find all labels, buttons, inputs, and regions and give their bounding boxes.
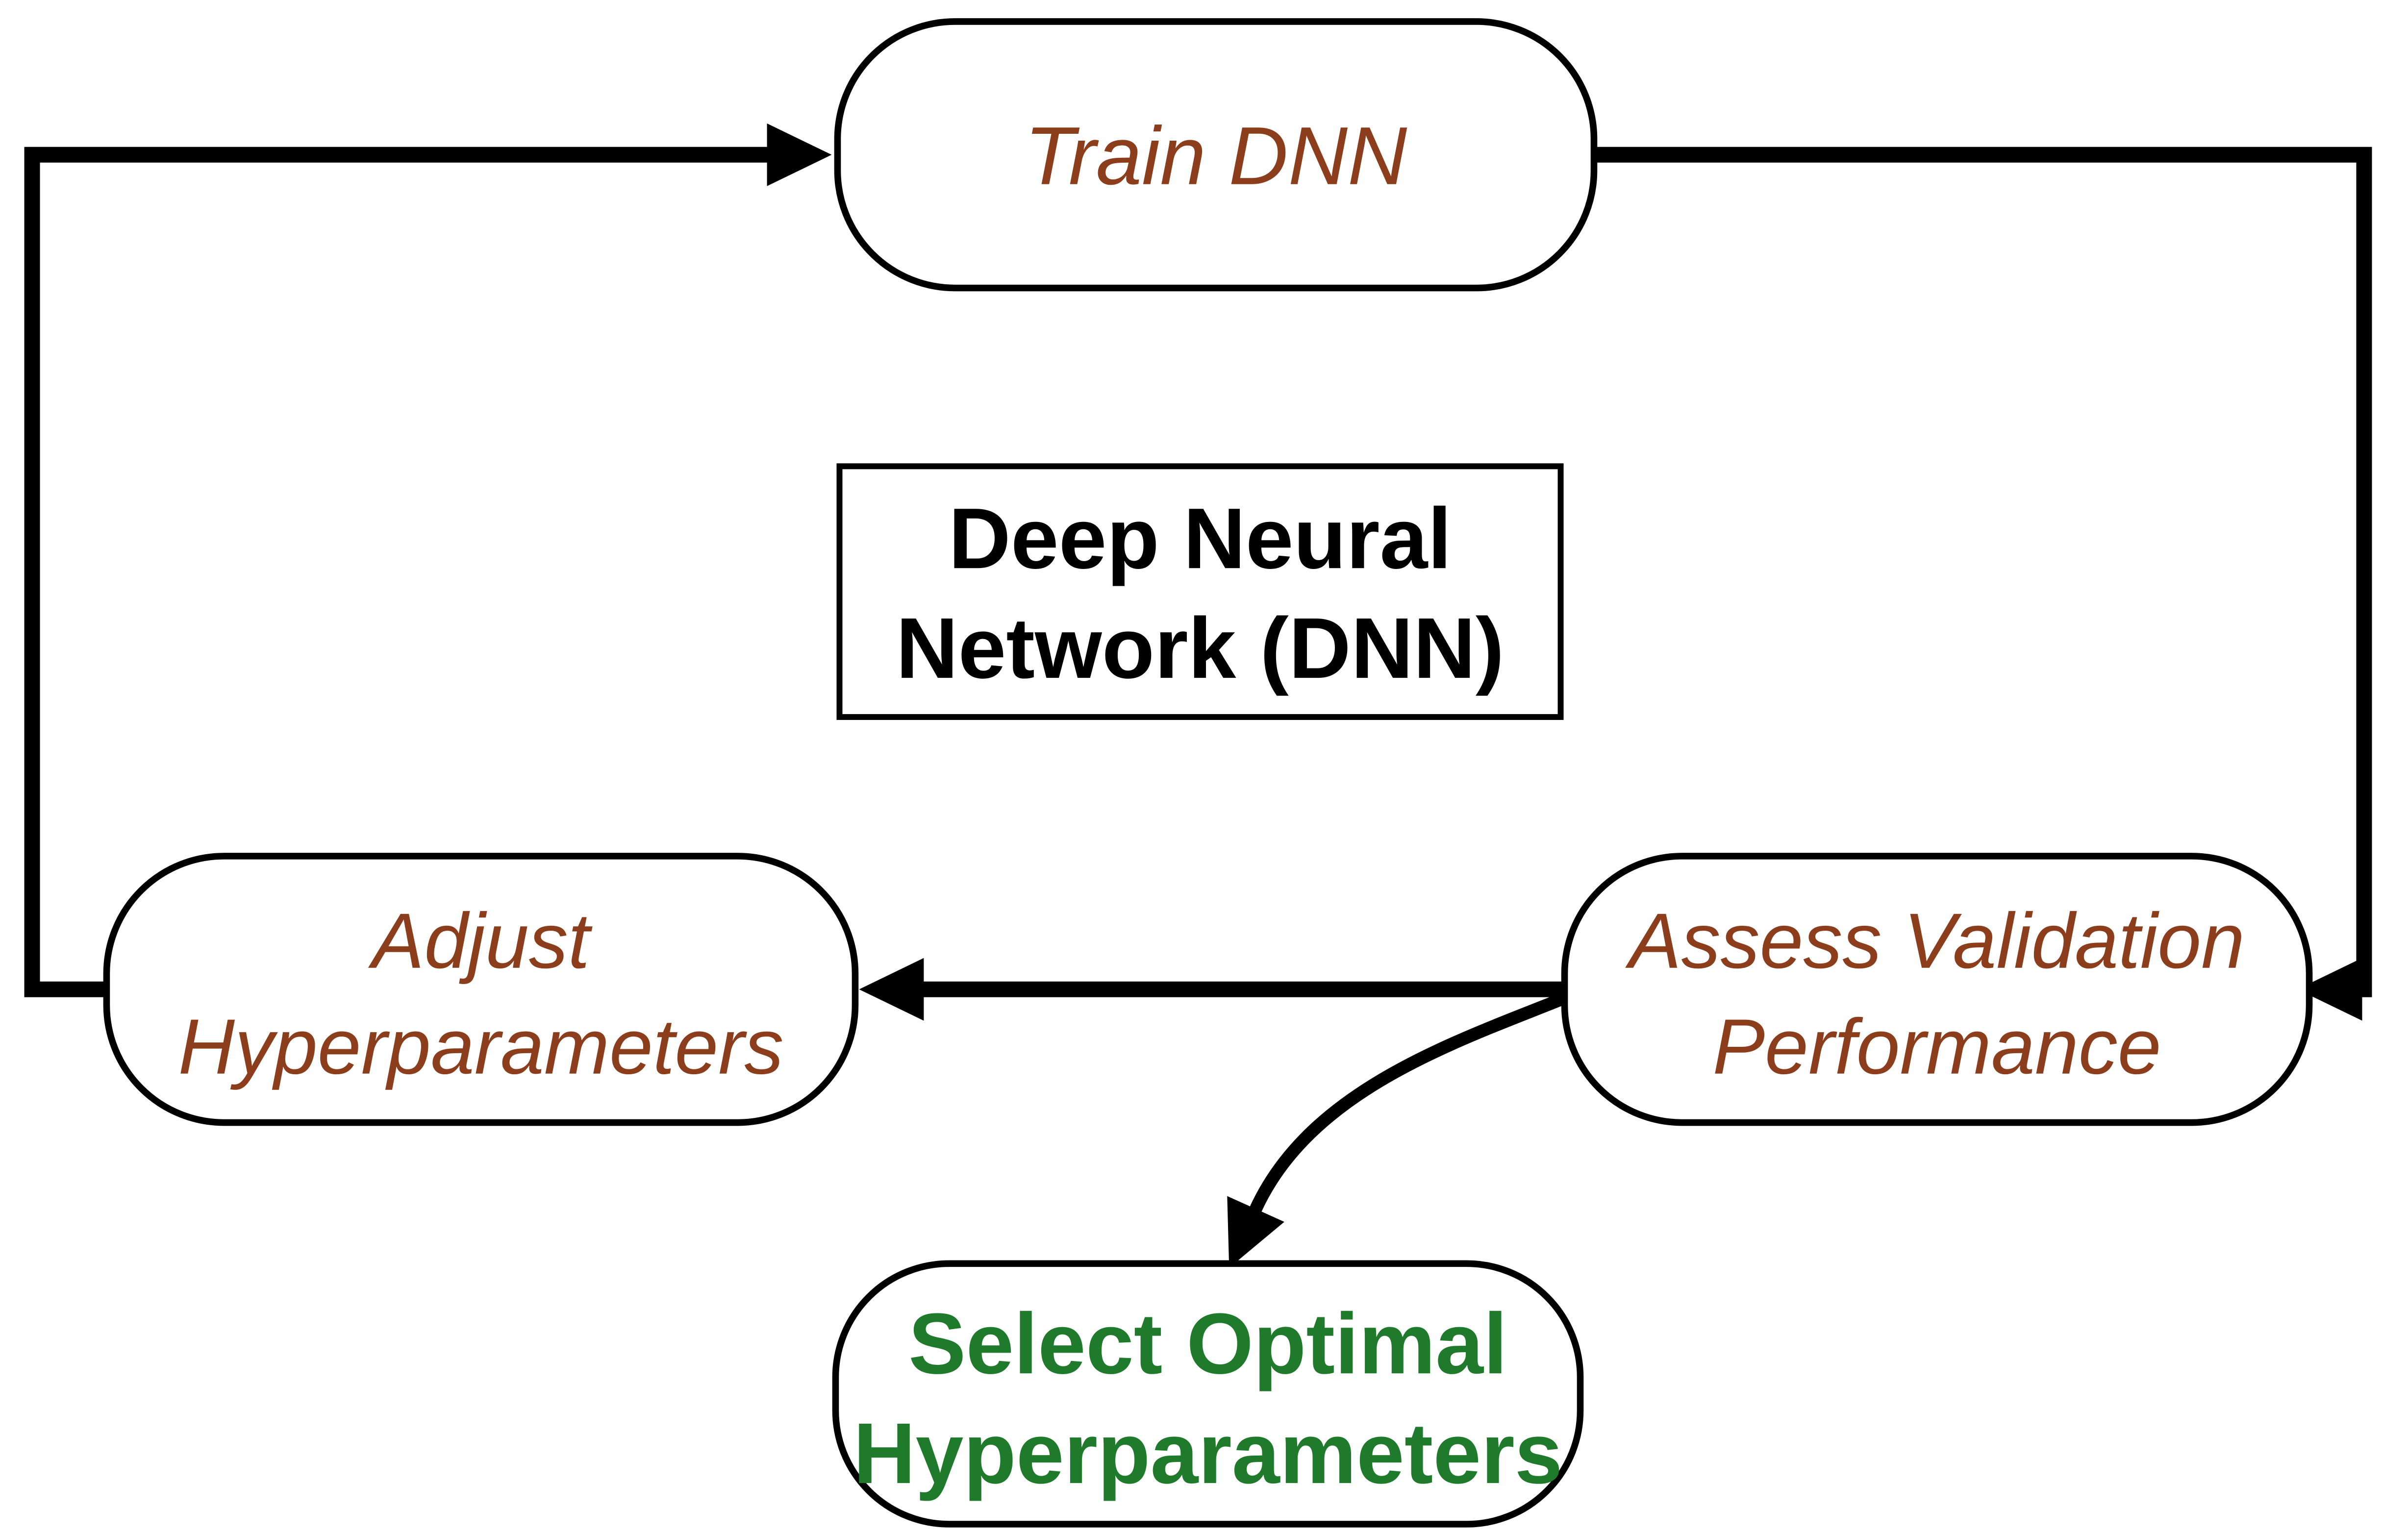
node-adjust-hyperparameters-shape [103,853,859,1126]
node-assess-label-line2: Performance [1712,1003,2161,1090]
node-select-optimal-hyperparameters: Select Optimal Hyperparameters [832,1260,1584,1528]
edge-train-to-assess [1592,147,2372,1021]
edge-adjust-to-train [24,123,832,997]
node-train-dnn: Train DNN [834,18,1598,292]
node-dnn-box-label-line2: Network (DNN) [896,600,1505,696]
node-dnn-box-label-line1: Deep Neural [949,491,1452,587]
node-adjust-label-line2: Hyperparameters [178,1003,783,1090]
node-adjust-hyperparameters: Adjust Hyperparameters [103,853,859,1126]
node-select-optimal-hyperparameters-shape [832,1260,1584,1528]
node-assess-validation-performance: Assess Validation Performance [1561,853,2313,1126]
edge-assess-to-select [1227,991,1569,1268]
node-dnn-box: Deep Neural Network (DNN) [836,463,1564,720]
node-assess-label-line1: Assess Validation [1625,897,2245,985]
node-dnn-box-shape [836,463,1564,720]
node-select-label-line1: Select Optimal [908,1296,1507,1392]
node-select-label-line2: Hyperparameters [853,1406,1563,1502]
node-train-dnn-shape [834,18,1598,292]
node-adjust-label-line1: Adjust [368,897,593,985]
node-train-dnn-label: Train DNN [1025,110,1407,202]
node-assess-validation-performance-shape [1561,853,2313,1126]
